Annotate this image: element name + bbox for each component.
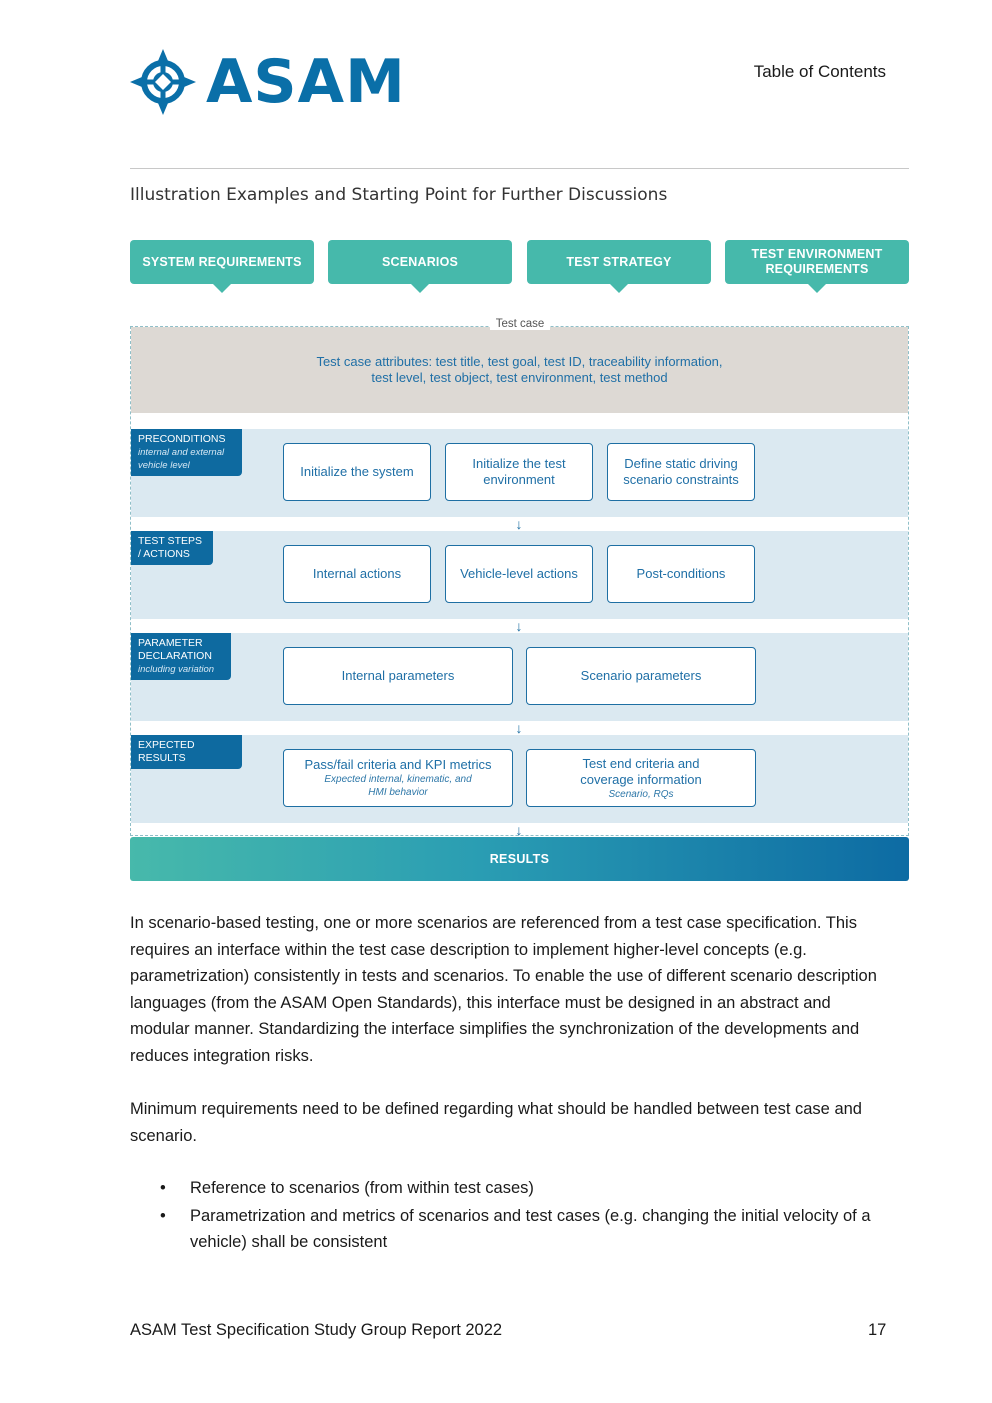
arrow-down-icon: ↓: [515, 822, 523, 838]
results-bar: RESULTS: [130, 837, 909, 881]
pass-fail-criteria-sub: Expected internal, kinematic, and HMI be…: [324, 774, 472, 798]
arrow-down-icon: ↓: [515, 720, 523, 736]
parameter-declaration-band: PARAMETER DECLARATION including variatio…: [131, 633, 908, 721]
initialize-test-environment-label: Initialize the test environment: [472, 456, 566, 487]
test-case-diagram: SYSTEM REQUIREMENTS SCENARIOS TEST STRAT…: [130, 240, 909, 882]
test-steps-band: TEST STEPS / ACTIONS Internal actions Ve…: [131, 531, 908, 619]
expected-results-band: EXPECTED RESULTS Pass/fail criteria and …: [131, 735, 908, 823]
figure-title: Illustration Examples and Starting Point…: [130, 185, 668, 205]
top-box-test-environment-requirements: TEST ENVIRONMENT REQUIREMENTS: [725, 240, 909, 293]
initialize-system-box: Initialize the system: [283, 443, 431, 501]
parameter-declaration-tag-sub: including variation: [138, 664, 215, 675]
test-end-criteria-box: Test end criteria and coverage informati…: [526, 749, 756, 807]
asam-logo: ASAM: [130, 48, 406, 116]
scenario-parameters-box: Scenario parameters: [526, 647, 756, 705]
define-static-constraints-label: Define static driving scenario constrain…: [623, 456, 739, 487]
pass-fail-criteria-label: Pass/fail criteria and KPI metrics: [304, 757, 492, 772]
test-end-criteria-sub: Scenario, RQs: [608, 788, 674, 800]
top-box-scenarios: SCENARIOS: [328, 240, 512, 293]
internal-parameters-label: Internal parameters: [341, 668, 455, 683]
test-end-criteria-label: Test end criteria and coverage informati…: [580, 755, 702, 787]
paragraph-scenario-based-testing: In scenario-based testing, one or more s…: [130, 914, 877, 1065]
vehicle-level-actions-box: Vehicle-level actions: [445, 545, 593, 603]
expected-results-tag-label: EXPECTED RESULTS: [138, 739, 195, 764]
internal-parameters-box: Internal parameters: [283, 647, 513, 705]
test-case-attributes: Test case attributes: test title, test g…: [131, 327, 908, 413]
list-item: Reference to scenarios (from within test…: [130, 1175, 892, 1202]
preconditions-tag: PRECONDITIONS internal and external vehi…: [131, 429, 242, 476]
expected-results-tag: EXPECTED RESULTS: [131, 735, 242, 769]
post-conditions-box: Post-conditions: [607, 545, 755, 603]
test-steps-tag: TEST STEPS / ACTIONS: [131, 531, 213, 565]
attributes-line-1: Test case attributes: test title, test g…: [316, 354, 723, 369]
page-number: 17: [868, 1321, 887, 1339]
header-divider: [130, 168, 909, 169]
footer-report-title: ASAM Test Specification Study Group Repo…: [130, 1321, 503, 1339]
attributes-line-2: test level, test object, test environmen…: [371, 370, 668, 385]
internal-actions-box: Internal actions: [283, 545, 431, 603]
list-item: Parametrization and metrics of scenarios…: [130, 1203, 892, 1256]
parameter-declaration-tag: PARAMETER DECLARATION including variatio…: [131, 633, 231, 680]
table-of-contents-link[interactable]: Table of Contents: [753, 62, 886, 81]
arrow-down-icon: ↓: [515, 516, 523, 532]
initialize-system-label: Initialize the system: [300, 464, 414, 479]
preconditions-band: PRECONDITIONS internal and external vehi…: [131, 429, 908, 517]
arrow-down-icon: ↓: [515, 618, 523, 634]
top-box-test-strategy: TEST STRATEGY: [527, 240, 711, 293]
preconditions-tag-sub: internal and external vehicle level: [138, 447, 225, 471]
parameter-declaration-tag-label: PARAMETER DECLARATION: [138, 637, 212, 662]
paragraph-minimum-requirements: Minimum requirements need to be defined …: [130, 1100, 862, 1145]
requirements-list: Reference to scenarios (from within test…: [130, 1175, 892, 1257]
asam-compass-icon: [130, 49, 196, 115]
top-box-system-requirements: SYSTEM REQUIREMENTS: [130, 240, 314, 293]
initialize-test-environment-box: Initialize the test environment: [445, 443, 593, 501]
preconditions-tag-label: PRECONDITIONS: [138, 433, 226, 445]
define-static-constraints-box: Define static driving scenario constrain…: [607, 443, 755, 501]
post-conditions-label: Post-conditions: [636, 566, 726, 581]
test-steps-tag-label: TEST STEPS / ACTIONS: [138, 535, 202, 560]
logo-wordmark: ASAM: [206, 47, 406, 117]
scenario-parameters-label: Scenario parameters: [580, 668, 702, 683]
vehicle-level-actions-label: Vehicle-level actions: [460, 566, 578, 581]
internal-actions-label: Internal actions: [312, 566, 402, 581]
pass-fail-criteria-box: Pass/fail criteria and KPI metrics Expec…: [283, 749, 513, 807]
test-case-label: Test case: [490, 318, 550, 330]
